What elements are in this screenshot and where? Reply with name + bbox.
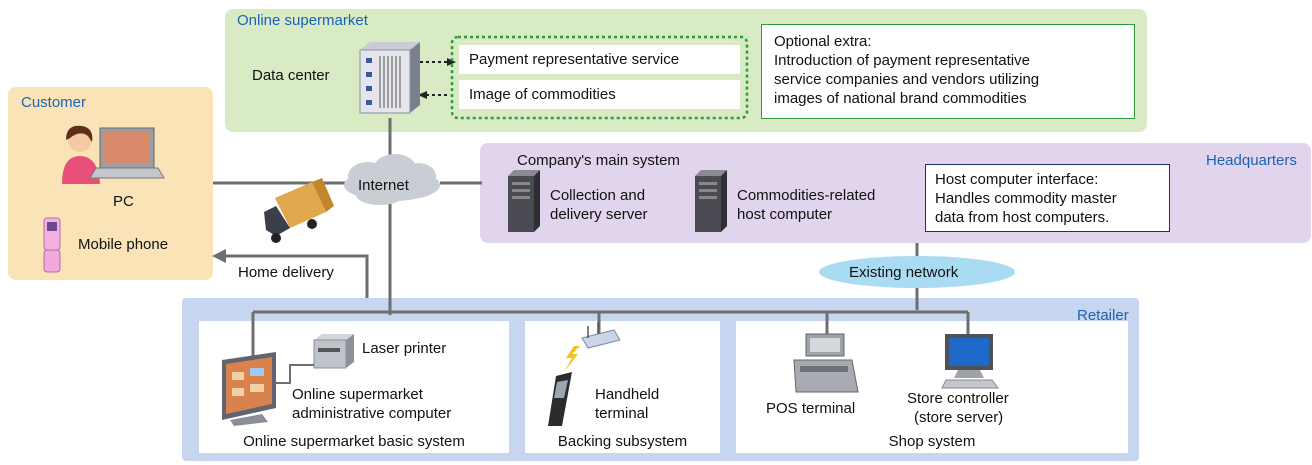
host-interface-box: Host computer interface: Handles commodi… xyxy=(925,164,1170,232)
handheld-line-1: Handheld xyxy=(595,386,660,403)
services-group-frame xyxy=(450,35,749,120)
store-controller-line-2: (store server) xyxy=(914,409,1004,426)
customer-pc-icon xyxy=(62,125,165,184)
mobile-phone-label: Mobile phone xyxy=(78,236,169,253)
pos-terminal-icon xyxy=(793,333,859,393)
optional-extra-line-3: images of national brand commodities xyxy=(774,90,1027,107)
customer-region xyxy=(8,87,213,280)
main-system-label: Company's main system xyxy=(517,152,680,169)
access-point-icon xyxy=(581,322,621,349)
mobile-phone-icon xyxy=(43,217,61,273)
data-center-label: Data center xyxy=(252,67,330,84)
optional-extra-line-1: Introduction of payment representative xyxy=(774,52,1030,69)
host-interface-line-3: data from host computers. xyxy=(935,209,1110,226)
optional-extra-box: Optional extra: Introduction of payment … xyxy=(761,24,1135,119)
payment-service-label: Payment representative service xyxy=(469,51,680,68)
shop-system-caption: Shop system xyxy=(888,433,976,450)
existing-network-ellipse xyxy=(819,256,1015,288)
admin-computer-line-1: Online supermarket xyxy=(292,386,423,403)
admin-monitor-icon xyxy=(222,352,276,426)
commodity-images-box: Image of commodities xyxy=(459,80,740,109)
home-delivery-label: Home delivery xyxy=(238,264,334,281)
internet-cloud-icon xyxy=(344,154,440,205)
laser-printer-icon xyxy=(313,334,354,369)
retailer-title: Retailer xyxy=(1077,307,1129,324)
handheld-terminal-icon xyxy=(548,372,572,426)
pos-terminal-label: POS terminal xyxy=(766,400,856,417)
payment-service-box: Payment representative service xyxy=(459,45,740,74)
pc-label: PC xyxy=(113,193,134,210)
store-controller-icon xyxy=(941,334,999,389)
customer-title: Customer xyxy=(21,94,87,111)
commodity-images-label: Image of commodities xyxy=(469,86,616,103)
basic-system-caption: Online supermarket basic system xyxy=(243,433,465,450)
collection-server-line-1: Collection and xyxy=(550,187,646,204)
host-computer-icon xyxy=(695,170,727,232)
backing-subsystem-caption: Backing subsystem xyxy=(557,433,688,450)
host-computer-line-1: Commodities-related xyxy=(737,187,876,204)
data-center-server-icon xyxy=(359,42,420,114)
collection-server-line-2: delivery server xyxy=(550,206,648,223)
optional-extra-heading: Optional extra: xyxy=(774,33,872,50)
host-interface-line-1: Host computer interface: xyxy=(935,171,1099,188)
wireless-signal-icon xyxy=(564,346,580,372)
headquarters-region xyxy=(480,143,1311,243)
delivery-truck-icon xyxy=(264,178,334,243)
handheld-line-2: terminal xyxy=(595,405,649,422)
internet-label: Internet xyxy=(358,177,409,194)
collection-server-icon xyxy=(508,170,540,232)
laser-printer-label: Laser printer xyxy=(362,340,447,357)
optional-extra-line-2: service companies and vendors utilizing xyxy=(774,71,1040,88)
headquarters-title: Headquarters xyxy=(1206,152,1297,169)
admin-computer-line-2: administrative computer xyxy=(292,405,452,422)
existing-network-label: Existing network xyxy=(849,264,959,281)
host-computer-line-2: host computer xyxy=(737,206,833,223)
host-interface-line-2: Handles commodity master xyxy=(935,190,1117,207)
online-supermarket-title: Online supermarket xyxy=(237,12,368,29)
store-controller-line-1: Store controller xyxy=(907,390,1009,407)
